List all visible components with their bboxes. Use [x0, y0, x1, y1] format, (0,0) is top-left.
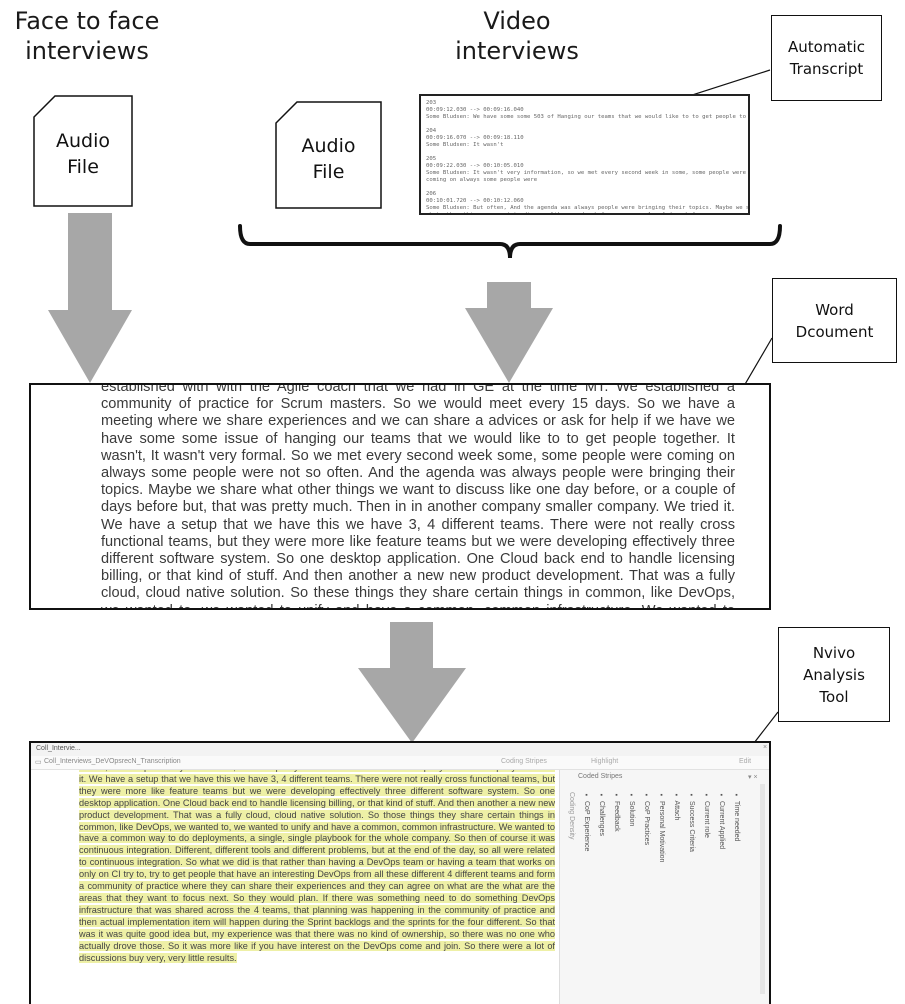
transcript-line: 205 — [426, 156, 437, 162]
transcript-line: coming on always some people were — [426, 177, 538, 183]
video-interviews-heading: Video interviews — [455, 7, 579, 65]
highlighted-passage[interactable]: before, or a couple of days before but, … — [79, 770, 555, 963]
word-document-callout: Word Dcoument — [772, 278, 897, 363]
toolbar-highlight[interactable]: Highlight — [591, 758, 619, 765]
coding-stripe-label[interactable]: ▪ Current Applied — [718, 792, 725, 850]
video-curly-brace — [238, 224, 782, 259]
transcript-line: 206 — [426, 191, 437, 197]
coding-stripe-label[interactable]: ▪ Solution — [628, 792, 635, 827]
nvivo-text-pane: before, or a couple of days before but, … — [39, 770, 557, 1004]
transcript-line — [426, 184, 743, 191]
nvivo-coding-panel: Coded Stripes ▾ × Coding Density ▪ CoP Ex… — [559, 770, 769, 1004]
coding-stripe-label[interactable]: ▪ Success Criteria — [688, 792, 695, 852]
audio-file-icon-left — [33, 95, 133, 207]
toolbar-edit[interactable]: Edit — [739, 758, 752, 765]
transcript-line — [426, 121, 743, 128]
coding-stripe-label[interactable]: ▪ Challenges — [598, 792, 605, 836]
audio-file-label-right: Audio File — [301, 135, 356, 183]
transcript-line: Some Bludsen: We have some some 503 of H… — [426, 114, 750, 120]
arrow-middle-down — [465, 282, 553, 383]
coding-stripe-label[interactable]: ▪ Attach — [673, 792, 680, 821]
coding-stripe-label[interactable]: ▪ CoP Practices — [643, 792, 650, 846]
close-icon[interactable]: × — [763, 744, 768, 751]
transcript-line: 203 — [426, 100, 437, 106]
transcript-line — [426, 149, 743, 156]
transcript-line: Some Bludsen: It wasn't very information… — [426, 170, 746, 176]
nvivo-tab-bar: Coll_Intervie... × — [31, 743, 769, 757]
word-document-text: established with with the Agile coach th… — [101, 383, 735, 608]
coding-stripe-label[interactable]: ▪ Time needed — [733, 792, 740, 842]
transcript-line: 00:10:01.720 --> 00:10:12.060 — [426, 198, 524, 204]
toolbar-coding-stripes[interactable]: Coding Stripes — [501, 758, 547, 765]
audio-file-label-left: Audio File — [55, 130, 110, 178]
word-document-snippet: established with with the Agile coach th… — [29, 383, 771, 610]
automatic-transcript-callout: Automatic Transcript — [771, 15, 882, 101]
nvivo-highlighted-text: before, or a couple of days before but, … — [79, 770, 555, 964]
nvivo-tab-title[interactable]: Coll_Intervie... — [36, 745, 81, 752]
coding-stripe-label[interactable]: ▪ Feedback — [613, 792, 620, 832]
arrow-to-nvivo — [358, 622, 466, 743]
coding-panel-title: Coded Stripes — [578, 773, 623, 780]
transcript-line: 00:09:12.030 --> 00:09:16.040 — [426, 107, 524, 113]
document-icon: ▭ — [35, 759, 42, 766]
transcript-line: 204 — [426, 128, 437, 134]
transcript-line: Some Bludsen: It wasn't — [426, 142, 504, 148]
panel-scrollbar[interactable] — [760, 784, 765, 994]
nvivo-toolbar: ▭ Coll_Interviews_DeVOpsrecN_Transcripti… — [31, 756, 769, 770]
transcript-line: what other things we want to discuss lik… — [426, 212, 706, 215]
nvivo-window: Coll_Intervie... × ▭ Coll_Interviews_DeV… — [29, 741, 771, 1004]
coding-stripe-labels: Coding Density ▪ CoP Experience ▪ Challeng… — [568, 792, 768, 992]
transcript-line: 00:09:22.030 --> 00:10:05.010 — [426, 163, 524, 169]
coding-stripe-label[interactable]: ▪ Personal Motivation — [658, 792, 665, 863]
arrow-left-down — [48, 213, 132, 383]
nvivo-doc-path: Coll_Interviews_DeVOpsrecN_Transcription — [44, 758, 181, 765]
transcript-line: Some Bludsen: But often, And the agenda … — [426, 205, 750, 211]
coding-stripe-label[interactable]: Coding Density — [568, 792, 575, 840]
transcript-line: 00:09:16.070 --> 00:09:18.110 — [426, 135, 524, 141]
face-to-face-heading: Face to face interviews — [14, 7, 160, 65]
nvivo-tool-callout: Nvivo Analysis Tool — [778, 627, 890, 722]
coding-stripe-label[interactable]: ▪ CoP Experience — [583, 792, 590, 852]
audio-file-icon-right — [275, 101, 382, 209]
coding-stripe-label[interactable]: ▪ Current role — [703, 792, 710, 838]
panel-pin-icon[interactable]: ▾ × — [748, 774, 758, 781]
